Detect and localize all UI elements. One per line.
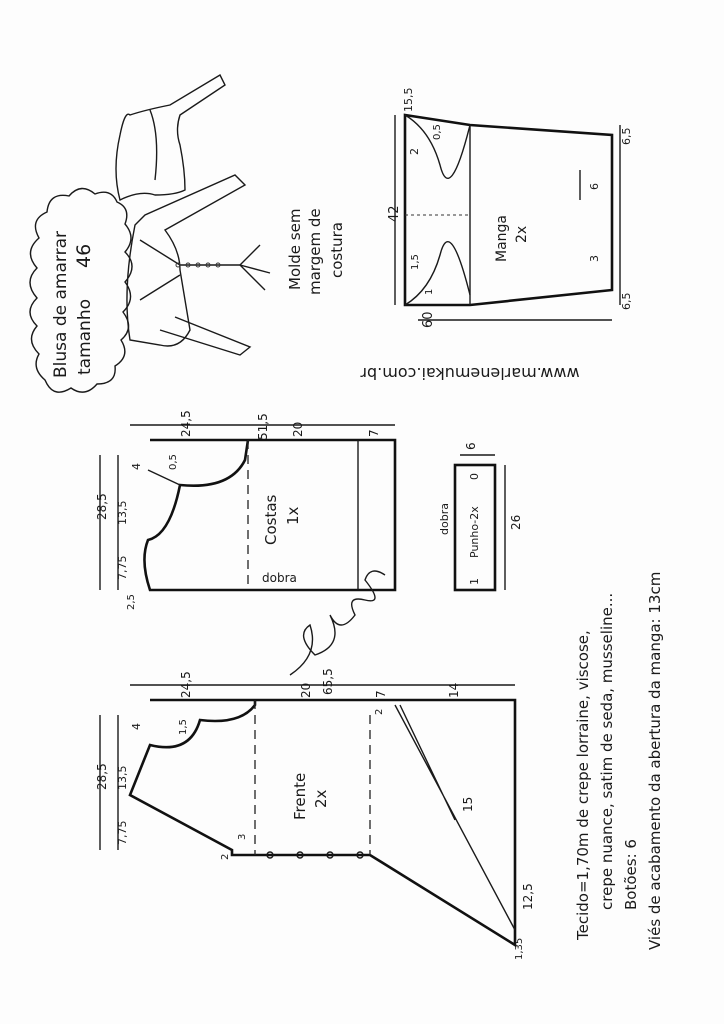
back-pattern: 51,5 24,5 20 7 28,5 4 13,5 7,75 2,5 0,5 …: [95, 410, 397, 610]
signature: [289, 570, 386, 676]
sleeve-label: Manga: [494, 215, 510, 262]
back-hem: 7: [367, 429, 381, 437]
sleeve-curve-c: 1,5: [410, 254, 421, 270]
back-shoulder: 4: [130, 463, 143, 470]
back-neck-depth: 2,5: [126, 594, 137, 610]
front-tie-tip: 1,35: [514, 938, 525, 960]
materials-bias: Viés de acabamento da abertura da manga:…: [646, 572, 664, 950]
back-mid: 20: [291, 422, 305, 437]
note-line3: costura: [328, 222, 346, 278]
front-placket-w: 3: [237, 834, 248, 840]
title-cloud: Blusa de amarrar tamanho 46: [29, 187, 133, 393]
blouse-sketch-front: [126, 174, 271, 356]
cuff-mark-a: 0: [468, 473, 481, 480]
cuff-mark-b: 1: [468, 578, 481, 585]
front-total: 65,5: [321, 668, 335, 695]
sleeve-curve-d: 1: [424, 289, 435, 295]
back-height: 28,5: [95, 493, 109, 520]
front-label: Frente: [291, 773, 309, 820]
sleeve-side-bottom: 6,5: [620, 293, 633, 311]
front-count: 2x: [312, 789, 330, 808]
back-total: 51,5: [256, 413, 270, 440]
cuff-width: 6: [464, 442, 478, 450]
note-line2: margem de: [306, 208, 324, 295]
back-armhole: 24,5: [179, 410, 193, 437]
back-neck-curve: 0,5: [168, 454, 179, 470]
front-placket: 2: [220, 854, 231, 860]
front-buttons: [266, 851, 364, 859]
back-count: 1x: [284, 506, 302, 525]
sleeve-length: 60: [421, 311, 436, 328]
front-armhole: 24,5: [179, 671, 193, 698]
back-neck: 7,75: [116, 556, 129, 581]
back-label: Costas: [262, 494, 280, 545]
front-tie-end: 12,5: [521, 883, 535, 910]
materials-buttons: Botões: 6: [622, 839, 640, 910]
front-hem: 7: [374, 690, 388, 698]
back-shoulder-len: 13,5: [116, 501, 129, 526]
sleeve-curve-a: 2: [408, 148, 421, 155]
materials-notes: Tecido=1,70m de crepe lorraine, viscose,…: [574, 572, 664, 950]
sleeve-slit: 6: [588, 183, 601, 190]
front-height: 28,5: [95, 763, 109, 790]
front-shoulder: 4: [130, 723, 143, 730]
sleeve-slit-pos: 3: [588, 255, 601, 262]
sleeve-top: 15,5: [402, 88, 415, 113]
note-line1: Molde sem: [286, 209, 304, 290]
sleeve-curve-b: 0,5: [432, 124, 443, 140]
website-url: www.marlenemukai.com.br: [360, 364, 580, 383]
front-neck: 7,75: [116, 821, 129, 846]
front-pattern: 65,5 24,5 20 7 14 28,5 4 13,5 7,75 1,5 1…: [95, 668, 535, 960]
title-size: 46: [73, 244, 95, 268]
cuff-label: Punho-2x: [468, 506, 481, 558]
front-mid: 20: [299, 683, 313, 698]
materials-fabric-types: crepe nuance, satim de seda, musseline..…: [598, 593, 616, 910]
cuff-fold: dobra: [438, 503, 451, 535]
front-shoulder-len: 13,5: [116, 766, 129, 791]
seam-allowance-note: Molde sem margem de costura: [286, 208, 346, 295]
button-row: [175, 262, 221, 268]
front-tie: 14: [447, 683, 461, 698]
cuff-length: 26: [509, 515, 523, 530]
sleeve-pattern: 42 60 15,5 6,5 6,5 2 0,5 1,5 1 6 3 Manga…: [387, 88, 633, 329]
sleeve-count: 2x: [514, 226, 530, 243]
cuff-pattern: dobra Punho-2x 6 26 0 1: [438, 442, 523, 592]
blouse-sketch-back: [115, 74, 226, 202]
materials-fabric: Tecido=1,70m de crepe lorraine, viscose,: [574, 630, 592, 941]
sleeve-height: 42: [387, 205, 402, 222]
back-fold: dobra: [262, 571, 297, 585]
sleeve-side-top: 6,5: [620, 128, 633, 146]
front-hem-small: 2: [374, 709, 385, 715]
title-line1: Blusa de amarrar: [51, 231, 71, 378]
front-tie-width: 15: [461, 797, 475, 812]
title-line2: tamanho: [75, 299, 95, 375]
front-armhole-curve: 1,5: [178, 719, 189, 735]
